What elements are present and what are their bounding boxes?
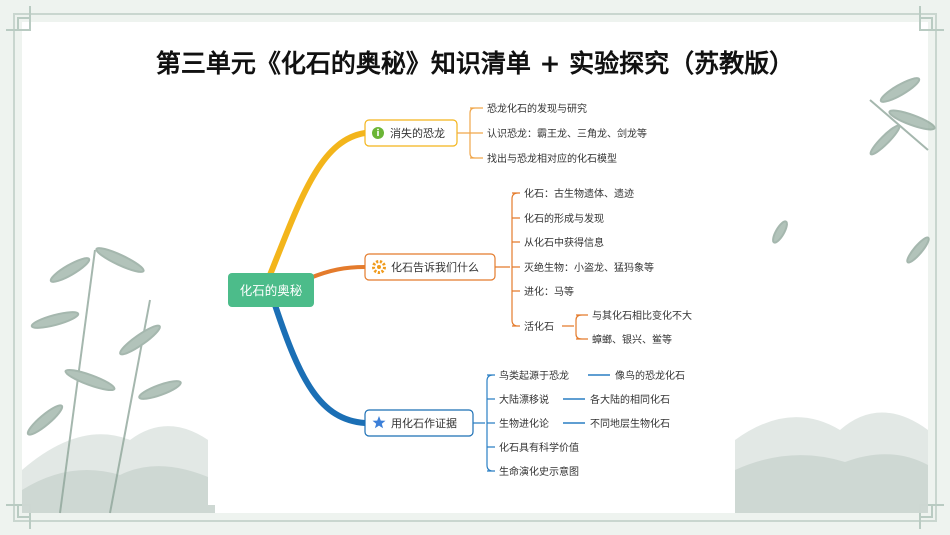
branch-1-bracket <box>457 107 483 159</box>
leaf-2-6-2: 蟑螂、银兴、鲎等 <box>592 333 672 346</box>
info-icon <box>372 127 384 139</box>
leaf-2-3: 从化石中获得信息 <box>524 236 604 249</box>
leaf-2-1: 化石：古生物遗体、遗迹 <box>524 187 634 200</box>
branch-label-1: 消失的恐龙 <box>390 126 445 140</box>
leaf-2-4: 灭绝生物：小盗龙、猛犸象等 <box>524 261 654 274</box>
leaf-3-5: 生命演化史示意图 <box>499 465 579 478</box>
branch-node-2[interactable]: 化石告诉我们什么 <box>364 253 496 281</box>
branch-label-2: 化石告诉我们什么 <box>391 260 479 274</box>
root-node[interactable]: 化石的奥秘 <box>228 273 314 307</box>
branch-2-bracket <box>495 192 520 327</box>
gear-icon <box>372 260 386 274</box>
leaf-1-1: 恐龙化石的发现与研究 <box>487 102 587 115</box>
leaf-3-2-child: 各大陆的相同化石 <box>590 393 670 406</box>
branch-connector-1 <box>267 130 368 278</box>
leaf-2-6-1: 与其化石相比变化不大 <box>592 309 692 322</box>
leaf-2-6: 活化石 <box>524 320 554 333</box>
branch-3-bracket <box>473 374 495 472</box>
leaf-2-5: 进化：马等 <box>524 285 574 298</box>
branch-connector-3 <box>272 302 368 426</box>
leaf-3-3: 生物进化论 <box>499 417 549 430</box>
leaf-3-3-child: 不同地层生物化石 <box>590 417 670 430</box>
branch-node-1[interactable]: 消失的恐龙 <box>364 119 458 147</box>
branch-connector-2 <box>308 265 367 280</box>
leaf-1-3: 找出与恐龙相对应的化石模型 <box>487 152 617 165</box>
leaf-1-2: 认识恐龙：霸王龙、三角龙、剑龙等 <box>487 127 647 140</box>
leaf-3-1-child: 像鸟的恐龙化石 <box>615 369 685 382</box>
leaf-3-4: 化石具有科学价值 <box>499 441 579 454</box>
branch-node-3[interactable]: 用化石作证据 <box>364 409 474 437</box>
star-icon <box>372 416 386 429</box>
leaf-3-1: 鸟类起源于恐龙 <box>499 369 569 382</box>
leaf-2-2: 化石的形成与发现 <box>524 212 604 225</box>
branch-label-3: 用化石作证据 <box>391 416 457 430</box>
root-node-label: 化石的奥秘 <box>240 283 303 298</box>
leaf-3-2: 大陆漂移说 <box>499 393 549 406</box>
living-fossil-bracket <box>562 314 588 340</box>
slide-title: 第三单元《化石的奥秘》知识清单 + 实验探究（苏教版） <box>155 49 795 78</box>
